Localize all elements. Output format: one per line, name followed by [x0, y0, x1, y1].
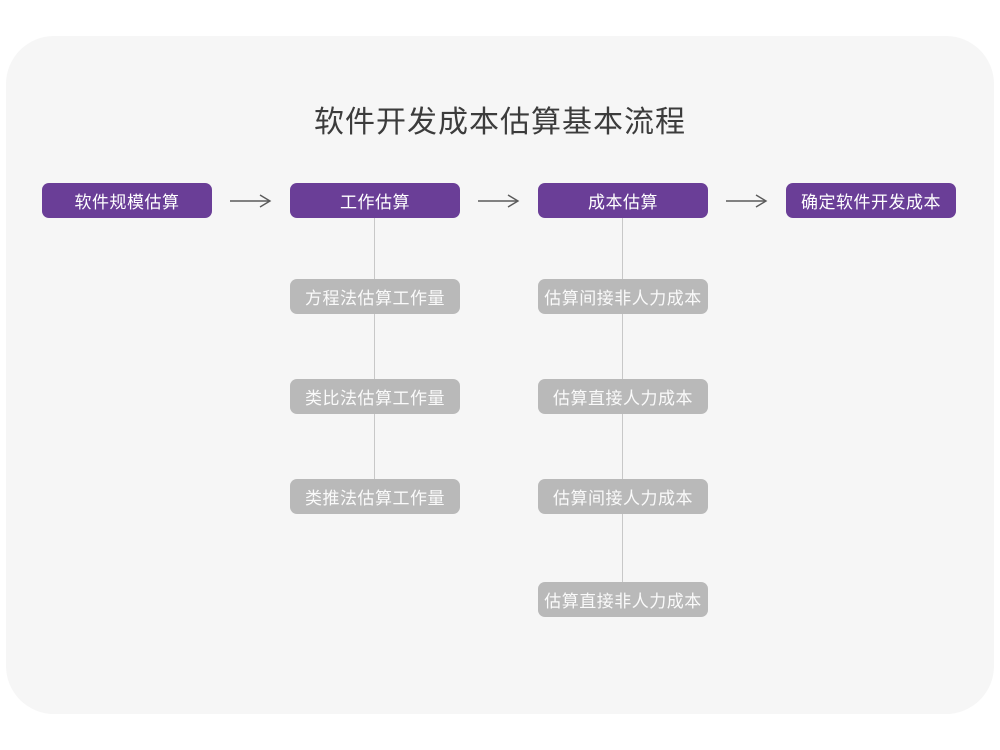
cost-substep-direct-nonlabor: 估算直接非人力成本: [538, 582, 708, 617]
work-substep-equation-method: 方程法估算工作量: [290, 279, 460, 314]
work-substep-analogy-method: 类比法估算工作量: [290, 379, 460, 414]
cost-substep-direct-labor: 估算直接人力成本: [538, 379, 708, 414]
main-step-software-scale-estimation: 软件规模估算: [42, 183, 212, 218]
work-substep-extrapolation-method: 类推法估算工作量: [290, 479, 460, 514]
arrow-right-icon: [229, 193, 273, 209]
cost-substep-indirect-nonlabor: 估算间接非人力成本: [538, 279, 708, 314]
main-step-determine-dev-cost: 确定软件开发成本: [786, 183, 956, 218]
arrow-right-icon: [477, 193, 521, 209]
arrow-right-icon: [725, 193, 769, 209]
flow-title: 软件开发成本估算基本流程: [314, 106, 686, 139]
connector-line-work: [374, 218, 375, 497]
canvas-card: [6, 36, 994, 714]
main-step-work-estimation: 工作估算: [290, 183, 460, 218]
cost-substep-indirect-labor: 估算间接人力成本: [538, 479, 708, 514]
main-step-cost-estimation: 成本估算: [538, 183, 708, 218]
